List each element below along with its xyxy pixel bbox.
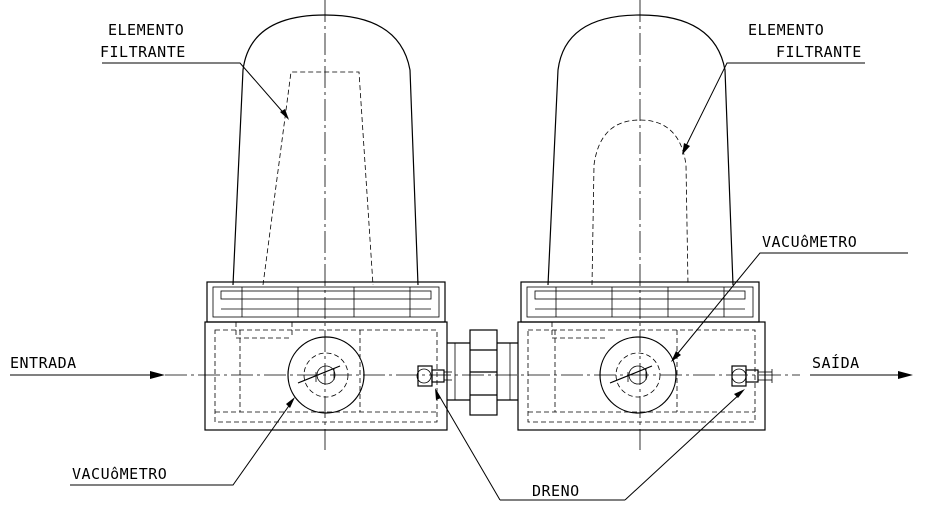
- left-filter-body: [204, 321, 448, 431]
- label-elemento-left: ELEMENTO: [108, 21, 184, 39]
- leader-right-vacuometer: [673, 252, 908, 359]
- right-filter: [517, 0, 773, 450]
- label-saida: SAÍDA: [812, 353, 860, 372]
- right-filter-body: [517, 321, 766, 431]
- left-filter: [204, 0, 452, 450]
- label-dreno: DRENO: [532, 482, 580, 500]
- right-drain-valve: [731, 365, 773, 387]
- leader-left-vacuometer: [70, 399, 294, 486]
- pipe-coupling: [447, 329, 518, 416]
- right-filter-bowl: [547, 14, 734, 286]
- right-filter-element: [591, 119, 689, 286]
- label-elemento-right: ELEMENTO: [748, 21, 824, 39]
- leader-dreno-right: [624, 391, 743, 501]
- leader-left-element: [102, 62, 289, 119]
- label-filtrante-right: FILTRANTE: [776, 43, 862, 61]
- leader-dreno-left: [436, 391, 501, 501]
- label-entrada: ENTRADA: [10, 354, 77, 372]
- left-drain-valve: [416, 365, 452, 387]
- leader-right-element: [682, 62, 865, 153]
- left-filter-bowl: [232, 14, 419, 286]
- label-vacuometro-left: VACUôMETRO: [72, 465, 167, 483]
- label-vacuometro-right: VACUôMETRO: [762, 233, 857, 251]
- label-filtrante-left: FILTRANTE: [100, 43, 186, 61]
- outlet-arrow: [810, 371, 913, 379]
- left-filter-element: [262, 71, 374, 286]
- inlet-arrow: [10, 371, 165, 379]
